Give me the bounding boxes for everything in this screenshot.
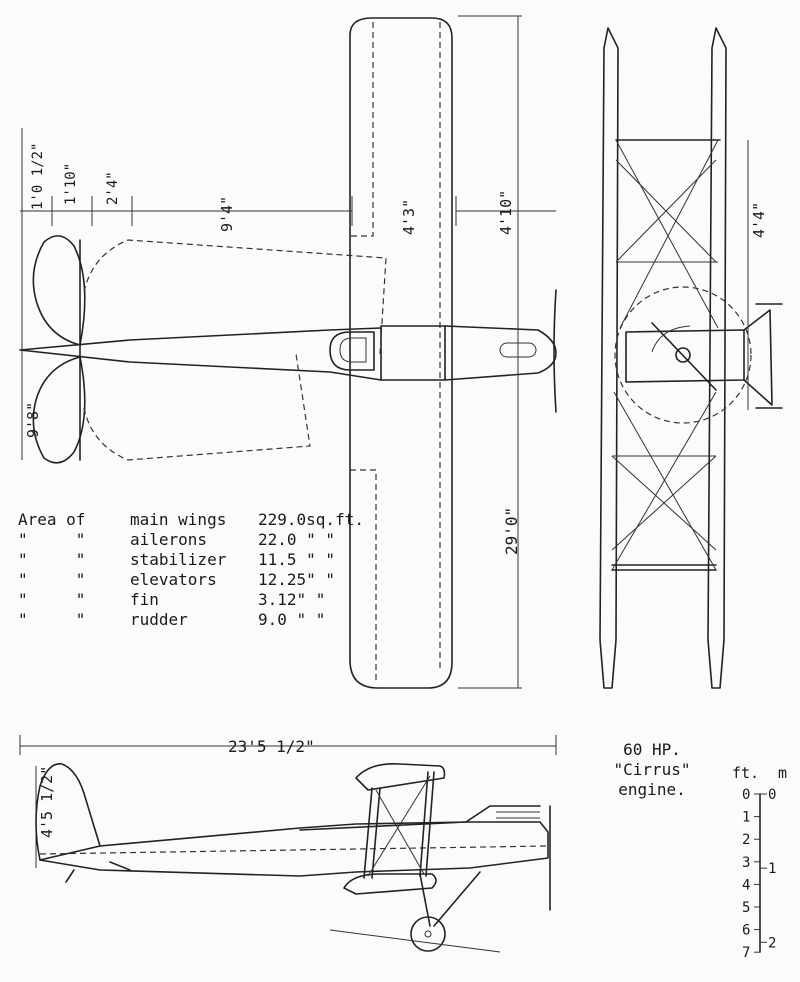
fin-rudder	[35, 763, 101, 861]
scale-ft-tick-label: 1	[742, 810, 750, 826]
area-value: 11.5 " "	[258, 550, 336, 569]
scale-m-tick-label: 2	[768, 935, 776, 951]
area-table: Area of main wings 229.0sq.ft. " " ailerons 2…	[18, 510, 364, 630]
propeller-plan	[553, 289, 557, 413]
engine-label: engine.	[618, 780, 686, 799]
area-row: " " stabilizer 11.5 " "	[18, 550, 358, 570]
area-prefix: Area of	[18, 510, 86, 529]
area-value: 3.12" "	[258, 590, 326, 609]
area-value: 9.0 " "	[258, 610, 326, 629]
dim-elevator-chord: 1'10"	[63, 163, 79, 205]
engine-power: 60 HP.	[623, 740, 681, 759]
engine-name: "Cirrus"	[613, 760, 691, 779]
dim-stab-root: 1'0 1/2"	[30, 143, 46, 210]
scale-ft-tick-label: 5	[742, 900, 750, 916]
engine-note: 60 HP. "Cirrus" engine.	[602, 740, 702, 800]
upper-wing-side	[355, 762, 446, 791]
upper-wing-front	[599, 27, 619, 689]
dim-length: 23'5 1/2"	[228, 737, 315, 756]
area-row: " " ailerons 22.0 " "	[18, 530, 358, 550]
scale-ft-tick-label: 0	[742, 787, 750, 803]
stabilizer-upper	[32, 235, 86, 346]
cockpit-plan	[329, 331, 375, 371]
area-prefix: " "	[18, 590, 86, 609]
fuselage-front	[625, 329, 745, 383]
area-part: ailerons	[130, 530, 208, 549]
dim-wing-span: 29'0"	[502, 507, 521, 555]
centre-section	[380, 325, 446, 381]
undercarriage-front	[743, 303, 783, 409]
dim-stab-chord: 2'4"	[105, 171, 121, 205]
dim-stab-span: 9'8"	[24, 402, 42, 438]
area-part: stabilizer	[130, 550, 227, 569]
front-view: 4'4"	[599, 27, 783, 689]
scale-ft-tick-label: 7	[742, 945, 750, 961]
aileron-line-upper	[350, 22, 374, 237]
area-value: 22.0 " "	[258, 530, 336, 549]
scale-m-label: m	[778, 764, 787, 782]
area-part: main wings	[130, 510, 227, 529]
propeller-disc	[614, 286, 752, 424]
scale-ft-label: ft.	[732, 764, 759, 782]
wheel-side	[410, 916, 446, 952]
fuselage-plan	[19, 325, 557, 381]
stabilizer-lower	[32, 356, 86, 464]
area-prefix: " "	[18, 610, 86, 629]
scale-ft-tick-label: 4	[742, 877, 750, 893]
scale-ft-tick-label: 6	[742, 923, 750, 939]
lower-wing-dashed	[83, 239, 387, 461]
area-row: " " rudder 9.0 " "	[18, 610, 358, 630]
main-wing-outline	[349, 17, 453, 689]
scale-ft-tick-label: 2	[742, 832, 750, 848]
area-row: " " fin 3.12" "	[18, 590, 358, 610]
area-prefix: " "	[18, 570, 86, 589]
dim-wing-lead: 4'10"	[497, 190, 515, 235]
scale-bar: ft. m 0 1 2 3 4 5 6 7 0 1 2	[732, 764, 787, 961]
area-prefix: " "	[18, 550, 86, 569]
side-view: 23'5 1/2" 4'5 1/2"	[19, 735, 557, 953]
scale-m-tick-label: 0	[768, 787, 776, 803]
area-part: fin	[130, 590, 159, 609]
area-value: 229.0sq.ft.	[258, 510, 364, 529]
fuselage-side	[39, 821, 549, 877]
aileron-line-lower	[350, 469, 377, 684]
area-part: elevators	[130, 570, 217, 589]
area-part: rudder	[130, 610, 188, 629]
area-row: Area of main wings 229.0sq.ft.	[18, 510, 364, 530]
plan-view: 1'0 1/2" 1'10" 2'4" 9'4" 4'3" 4'10" 9'8"…	[19, 15, 557, 689]
dim-wing-chord: 4'3"	[400, 199, 418, 235]
dim-wing-to-tail: 9'4"	[218, 196, 236, 232]
dim-gap: 4'4"	[750, 202, 768, 238]
exhaust-pipe	[299, 805, 541, 831]
area-value: 12.25" "	[258, 570, 336, 589]
dim-height: 4'5 1/2"	[38, 766, 56, 838]
scale-m-tick-label: 1	[768, 861, 776, 877]
scale-ft-tick-label: 3	[742, 855, 750, 871]
area-prefix: " "	[18, 530, 86, 549]
lower-wing-front	[707, 27, 727, 689]
area-row: " " elevators 12.25" "	[18, 570, 358, 590]
lower-wing-side	[343, 873, 437, 895]
